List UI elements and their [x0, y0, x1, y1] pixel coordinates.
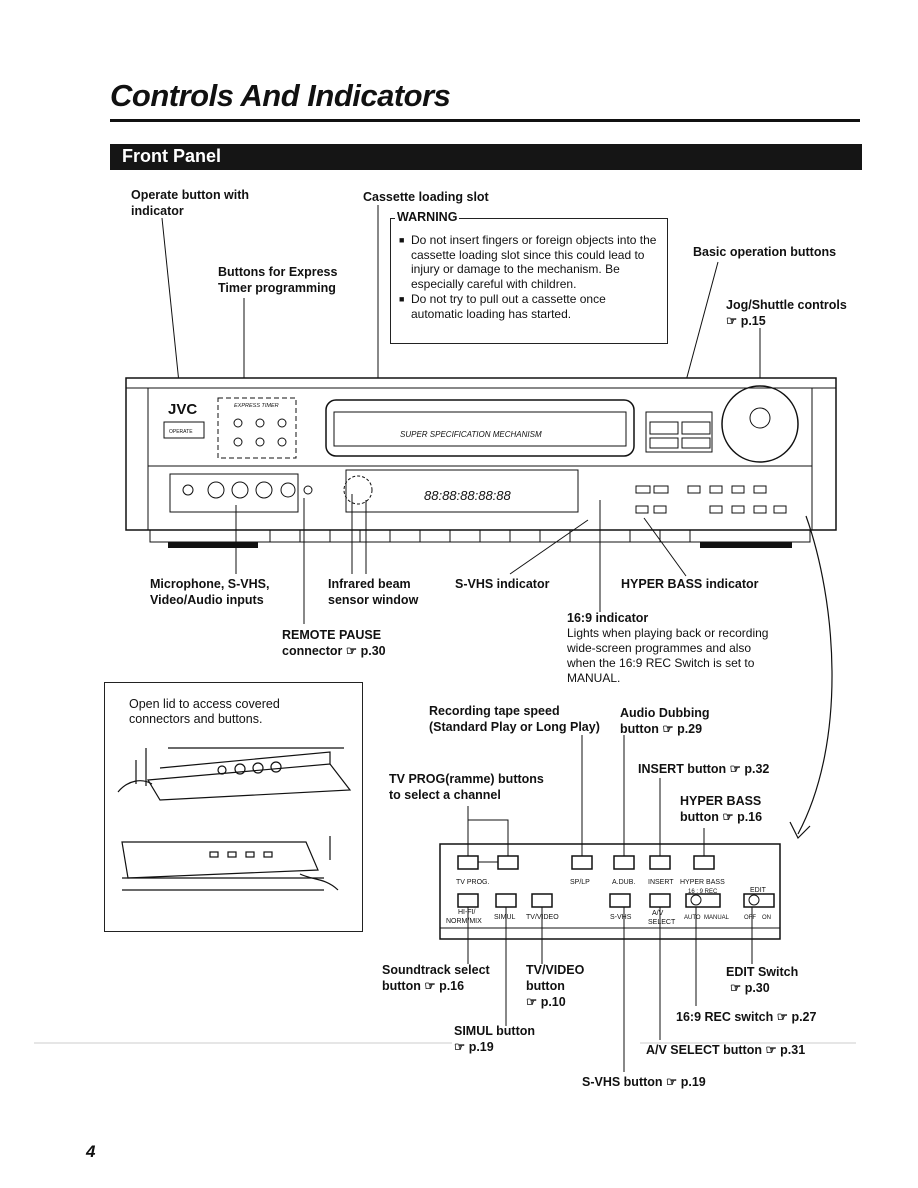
vcr-body — [125, 377, 837, 531]
label-remote-pause: REMOTE PAUSE connector ☞ p.30 — [282, 628, 386, 658]
small-label-hifi: HI-FI/ — [458, 909, 476, 916]
small-label-adub: A.DUB. — [612, 879, 635, 886]
label-cassette-slot: Cassette loading slot — [363, 190, 489, 204]
pointing-hand-icon: ☞ — [345, 644, 358, 658]
small-label-rec169: 16 : 9 REC — [688, 889, 718, 895]
warning-heading: WARNING — [395, 210, 460, 224]
lid-inset-box: Open lid to access covered connectors an… — [104, 682, 363, 932]
label-tvvideo: TV/VIDEO button ☞ p.10 — [526, 963, 585, 1009]
small-label-tvprog: TV PROG. — [456, 879, 490, 886]
small-label-edit: EDIT — [750, 887, 767, 894]
pointing-hand-icon: ☞ — [662, 722, 674, 736]
label-edit-switch: EDIT Switch ☞ p.30 — [726, 965, 799, 995]
label-av-select: A/V SELECT button ☞ p.31 — [646, 1043, 806, 1057]
label-operate: Operate button with indicator — [131, 188, 250, 218]
label-svhs-indicator: S-VHS indicator — [455, 577, 550, 591]
mechanism-label: SUPER SPECIFICATION MECHANISM — [400, 430, 542, 439]
label-jog-shuttle: Jog/Shuttle controls ☞ p.15 — [726, 298, 847, 328]
small-label-manual: MANUAL — [704, 915, 730, 921]
lid-open-drawing — [117, 747, 352, 801]
edit-switch-knob[interactable] — [748, 894, 760, 906]
pointing-hand-icon: ☞ — [765, 1043, 777, 1057]
small-label-splp: SP/LP — [570, 879, 590, 886]
pointing-hand-icon: ☞ — [726, 314, 738, 328]
label-basic-ops: Basic operation buttons — [693, 245, 837, 259]
label-insert: INSERT button ☞ p.32 — [638, 762, 770, 776]
operate-button[interactable] — [163, 421, 205, 439]
zoom-arrow — [797, 515, 833, 835]
label-rec-speed: Recording tape speed (Standard Play or L… — [429, 704, 600, 734]
jog-shuttle-dial[interactable] — [721, 385, 799, 463]
express-timer-block — [217, 397, 297, 459]
cassette-slot — [325, 399, 635, 457]
front-buttons[interactable] — [635, 485, 787, 514]
label-169-rec: 16:9 REC switch ☞ p.27 — [676, 1010, 817, 1024]
pointing-hand-icon: ☞ — [454, 1040, 466, 1054]
play-button[interactable] — [681, 421, 711, 435]
warning-item: Do not try to pull out a cassette once a… — [399, 292, 661, 321]
small-label-on: ON — [762, 915, 771, 921]
inset-caption: Open lid to access covered connectors an… — [129, 697, 280, 726]
rec169-switch-knob[interactable] — [690, 894, 702, 906]
pointing-hand-icon: ☞ — [424, 979, 436, 993]
label-svhs-button: S-VHS button ☞ p.19 — [582, 1075, 706, 1089]
warning-list: Do not insert fingers or foreign objects… — [399, 233, 661, 322]
express-timer-label: EXPRESS TIMER — [234, 403, 279, 409]
label-simul: SIMUL button ☞ p.19 — [454, 1024, 535, 1054]
record-button[interactable] — [681, 437, 711, 449]
left-foot — [168, 542, 258, 548]
title-underline — [110, 119, 860, 122]
small-label-simul: SIMUL — [494, 914, 516, 921]
pointing-hand-icon: ☞ — [722, 810, 734, 824]
jog-center[interactable] — [749, 407, 771, 429]
av-jacks — [182, 481, 313, 499]
small-label-av: A/V — [652, 910, 664, 917]
small-label-svhs: S-VHS — [610, 914, 632, 921]
label-infrared: Infrared beam sensor window — [328, 577, 419, 607]
small-label-normmix: NORM/MIX — [446, 918, 482, 925]
small-label-hyperbass: HYPER BASS — [680, 879, 725, 886]
pointing-hand-icon: ☞ — [526, 995, 538, 1009]
av-input-panel — [169, 473, 299, 513]
label-audio-dubbing: Audio Dubbing button ☞ p.29 — [620, 706, 710, 736]
warning-box: WARNING Do not insert fingers or foreign… — [390, 210, 668, 344]
label-hyperbass-indicator: HYPER BASS indicator — [621, 577, 759, 591]
section-bar: Front Panel — [110, 144, 862, 170]
page-number: 4 — [86, 1142, 96, 1161]
label-hyperbass-button: HYPER BASS button ☞ p.16 — [680, 794, 763, 824]
basic-buttons-block — [645, 411, 713, 453]
display-window — [345, 469, 579, 513]
display-digits: 88:88:88:88:88 — [424, 488, 512, 503]
detail-bottom-buttons[interactable] — [457, 893, 775, 908]
pointing-hand-icon: ☞ — [666, 1075, 678, 1089]
label-mic-inputs: Microphone, S-VHS, Video/Audio inputs — [150, 577, 270, 607]
brand-logo: JVC — [168, 401, 197, 418]
infrared-sensor-window — [343, 475, 373, 505]
small-label-select: SELECT — [648, 919, 676, 926]
pointing-hand-icon: ☞ — [776, 1010, 788, 1024]
label-tv-prog: TV PROG(ramme) buttons to select a chann… — [389, 772, 544, 802]
label-soundtrack: Soundtrack select button ☞ p.16 — [382, 963, 490, 993]
label-169-indicator: 16:9 indicator Lights when playing back … — [567, 611, 769, 685]
operate-label: OPERATE — [169, 429, 193, 435]
right-foot — [700, 542, 792, 548]
small-label-tvvideo: TV/VIDEO — [526, 914, 559, 921]
small-label-insert: INSERT — [648, 879, 674, 886]
section-title: Front Panel — [122, 146, 222, 166]
warning-item: Do not insert fingers or foreign objects… — [399, 233, 661, 291]
pointing-hand-icon: ☞ — [729, 762, 741, 776]
small-label-off: OFF — [744, 915, 756, 921]
page-title: Controls And Indicators — [110, 78, 451, 113]
page-ref: ☞ p.15 — [726, 314, 766, 328]
small-label-auto: AUTO — [684, 915, 701, 921]
pointing-hand-icon: ☞ — [730, 981, 742, 995]
play-pause-button[interactable] — [649, 421, 679, 435]
stop-button[interactable] — [649, 437, 679, 449]
label-express-timer: Buttons for Express Timer programming — [218, 265, 338, 295]
detail-panel — [439, 843, 781, 940]
express-timer-buttons[interactable] — [233, 418, 287, 447]
lid-closed-drawing — [121, 836, 339, 891]
